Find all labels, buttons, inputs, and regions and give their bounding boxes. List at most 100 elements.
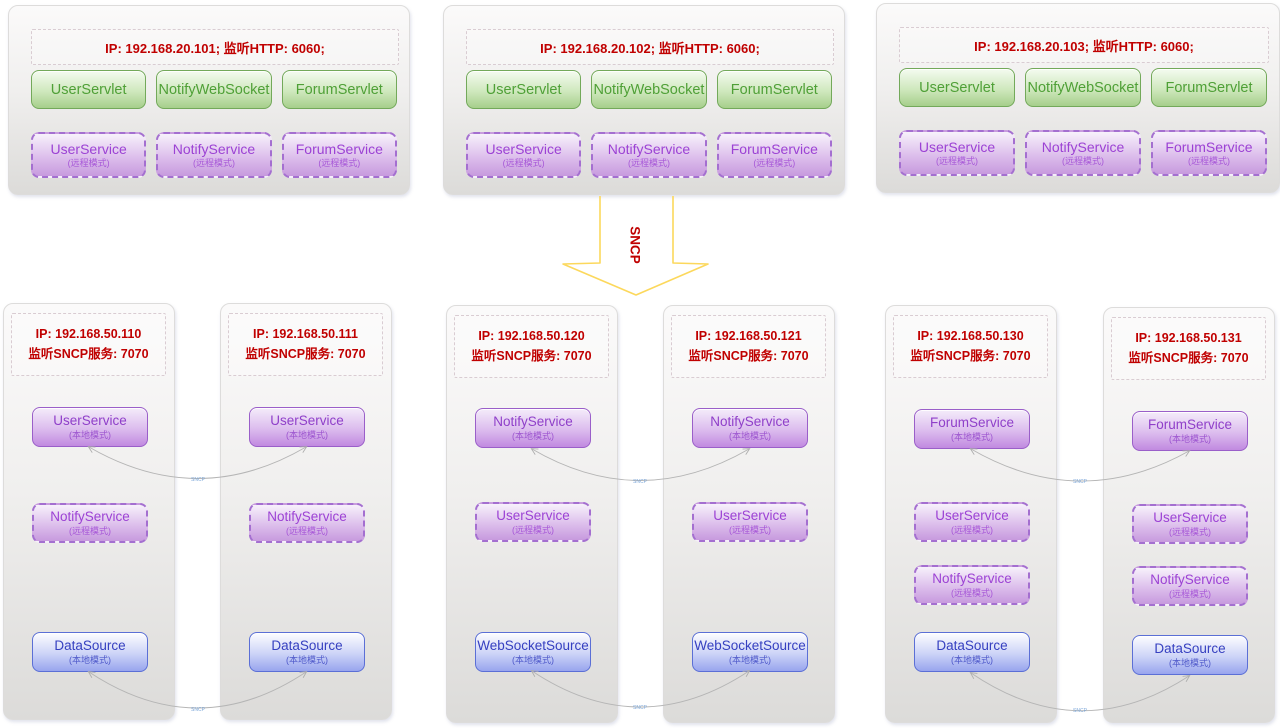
- service-box-remote: NotifyService (远程模式): [32, 503, 148, 543]
- service-box-local: NotifyService (本地模式): [475, 408, 591, 448]
- service-mode: (远程模式): [318, 158, 361, 169]
- server-ip-line2: 监听SNCP服务: 7070: [688, 348, 809, 363]
- service-name: NotifyService: [493, 413, 573, 429]
- service-mode: (远程模式): [69, 525, 111, 536]
- connector-label: SNCP: [633, 479, 648, 485]
- service-mode: (本地模式): [729, 430, 771, 441]
- service-box-local: UserService (本地模式): [32, 407, 148, 447]
- service-mode: (本地模式): [286, 429, 328, 440]
- servlet-box: ForumServlet: [716, 70, 832, 109]
- service-name: ForumService: [1147, 416, 1233, 432]
- servlet-label: ForumServlet: [295, 81, 383, 98]
- service-box-remote: UserService (远程模式): [31, 132, 147, 178]
- service-mode: (远程模式): [951, 524, 993, 535]
- sncp-arrow-icon: [562, 196, 709, 296]
- server-ip-line2: 监听SNCP服务: 7070: [245, 346, 366, 361]
- service-name: NotifyService: [1150, 571, 1230, 587]
- service-mode: (远程模式): [1188, 156, 1230, 167]
- service-mode: (本地模式): [951, 431, 993, 442]
- service-name: NotifyService: [172, 140, 256, 157]
- server-ip-line2: 监听SNCP服务: 7070: [28, 346, 149, 361]
- service-mode: (远程模式): [729, 524, 771, 535]
- connector-label: SNCP: [191, 477, 206, 483]
- service-name: NotifyService: [932, 570, 1012, 586]
- server-ip-line1: IP: 192.168.50.131: [1135, 331, 1242, 346]
- service-name: ForumService: [929, 414, 1015, 430]
- service-mode: (远程模式): [192, 158, 235, 169]
- service-mode: (远程模式): [936, 156, 978, 167]
- service-name: UserService: [1153, 509, 1227, 525]
- service-box-remote: ForumService (远程模式): [281, 132, 397, 178]
- service-mode: (远程模式): [67, 158, 110, 169]
- service-name: UserService: [270, 412, 344, 428]
- server-ip-line1: IP: 192.168.50.111: [253, 327, 358, 342]
- server-ip-header: IP: 192.168.50.121 监听SNCP服务: 7070: [671, 315, 826, 378]
- servlet-label: ForumServlet: [730, 81, 818, 98]
- service-mode: (本地模式): [69, 654, 111, 665]
- servlet-box: ForumServlet: [1151, 68, 1267, 107]
- service-name: UserService: [713, 507, 787, 523]
- connector-label: SNCP: [191, 707, 206, 713]
- server-ip-line2: 监听SNCP服务: 7070: [471, 348, 592, 363]
- datasource-box: DataSource (本地模式): [249, 632, 365, 672]
- servlet-box: NotifyWebSocket: [156, 70, 272, 109]
- service-name: UserService: [918, 138, 996, 155]
- connector-label: SNCP: [1073, 479, 1088, 485]
- service-name: WebSocketSource: [477, 637, 589, 653]
- server-ip-line1: IP: 192.168.50.110: [35, 327, 142, 342]
- datasource-box: DataSource (本地模式): [32, 632, 148, 672]
- server-ip-header: IP: 192.168.50.130 监听SNCP服务: 7070: [893, 315, 1048, 378]
- service-mode: (远程模式): [512, 524, 554, 535]
- service-box-local: ForumService (本地模式): [914, 409, 1030, 449]
- service-row: UserService (远程模式) NotifyService (远程模式) …: [466, 132, 832, 178]
- server-ip-header: IP: 192.168.20.101; 监听HTTP: 6060;: [31, 29, 399, 65]
- service-name: ForumService: [295, 140, 383, 157]
- service-mode: (本地模式): [1169, 657, 1211, 668]
- servlet-label: NotifyWebSocket: [1027, 79, 1139, 96]
- service-box-remote: ForumService (远程模式): [716, 132, 832, 178]
- service-name: NotifyService: [50, 508, 130, 524]
- datasource-box: DataSource (本地模式): [914, 632, 1030, 672]
- service-name: DataSource: [1154, 640, 1226, 656]
- service-box-remote: UserService (远程模式): [914, 502, 1030, 542]
- sncp-server-node-131: IP: 192.168.50.131 监听SNCP服务: 7070 ForumS…: [1103, 307, 1275, 723]
- websocketsource-box: WebSocketSource (本地模式): [475, 632, 591, 672]
- server-ip-header: IP: 192.168.50.111 监听SNCP服务: 7070: [228, 313, 383, 376]
- service-mode: (本地模式): [729, 654, 771, 665]
- service-box-remote: ForumService (远程模式): [1151, 130, 1267, 176]
- servlet-box: ForumServlet: [281, 70, 397, 109]
- server-ip-header: IP: 192.168.50.120 监听SNCP服务: 7070: [454, 315, 609, 378]
- service-box-remote: NotifyService (远程模式): [1132, 566, 1248, 606]
- service-mode: (本地模式): [951, 654, 993, 665]
- server-ip-text: IP: 192.168.20.102; 监听HTTP: 6060;: [540, 40, 760, 56]
- server-ip-header: IP: 192.168.50.110 监听SNCP服务: 7070: [11, 313, 166, 376]
- server-ip-line1: IP: 192.168.50.130: [917, 329, 1024, 344]
- service-name: NotifyService: [607, 140, 691, 157]
- connector-label: SNCP: [633, 705, 648, 711]
- service-row: UserService (远程模式) NotifyService (远程模式) …: [899, 130, 1267, 176]
- service-box-remote: NotifyService (远程模式): [591, 132, 707, 178]
- servlet-box: NotifyWebSocket: [1025, 68, 1141, 107]
- connector-label: SNCP: [1073, 708, 1088, 714]
- servlet-row: UserServlet NotifyWebSocket ForumServlet: [466, 70, 832, 109]
- websocketsource-box: WebSocketSource (本地模式): [692, 632, 808, 672]
- service-box-remote: UserService (远程模式): [692, 502, 808, 542]
- service-mode: (本地模式): [69, 429, 111, 440]
- servlet-row: UserServlet NotifyWebSocket ForumServlet: [31, 70, 397, 109]
- service-name: WebSocketSource: [694, 637, 806, 653]
- server-ip-text: IP: 192.168.20.101; 监听HTTP: 6060;: [105, 40, 325, 56]
- http-server-node-101: IP: 192.168.20.101; 监听HTTP: 6060; UserSe…: [8, 5, 410, 195]
- service-name: ForumService: [1165, 138, 1253, 155]
- datasource-box: DataSource (本地模式): [1132, 635, 1248, 675]
- service-mode: (远程模式): [1062, 156, 1104, 167]
- service-name: NotifyService: [1041, 138, 1125, 155]
- servlet-row: UserServlet NotifyWebSocket ForumServlet: [899, 68, 1267, 107]
- servlet-label: UserServlet: [50, 81, 127, 98]
- servlet-box: UserServlet: [31, 70, 147, 109]
- service-mode: (远程模式): [1169, 526, 1211, 537]
- http-server-node-103: IP: 192.168.20.103; 监听HTTP: 6060; UserSe…: [876, 3, 1280, 193]
- service-name: ForumService: [730, 140, 818, 157]
- service-mode: (远程模式): [1169, 588, 1211, 599]
- server-ip-line1: IP: 192.168.50.121: [695, 329, 802, 344]
- service-name: UserService: [485, 140, 562, 157]
